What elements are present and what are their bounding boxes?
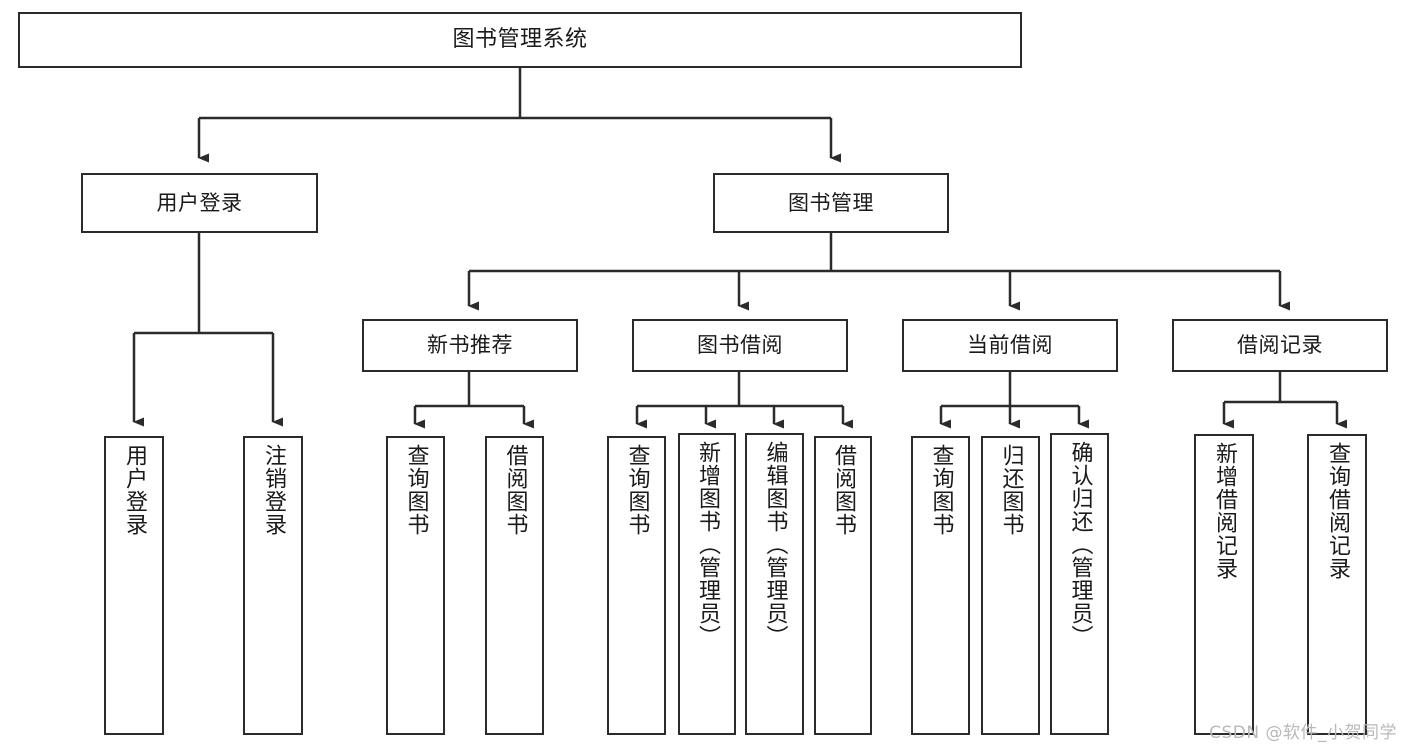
node-book-management[interactable]: 图书管理	[713, 173, 949, 233]
node-leaf-borrow-book-2[interactable]: 借阅图书	[814, 436, 872, 735]
node-leaf-add-book-label: 新增图书（管理员）	[695, 441, 720, 648]
node-leaf-add-record-label: 新增借阅记录	[1212, 442, 1237, 580]
node-borrow-record-label: 借阅记录	[1237, 333, 1323, 358]
node-user-login-label: 用户登录	[156, 190, 243, 215]
csdn-watermark: CSDN @软件_小贺同学	[1209, 723, 1397, 743]
node-leaf-query-record[interactable]: 查询借阅记录	[1307, 434, 1367, 735]
node-leaf-query-book-2-label: 查询图书	[624, 444, 650, 536]
node-borrow-record[interactable]: 借阅记录	[1172, 319, 1388, 372]
node-leaf-query-book-1-label: 查询图书	[403, 444, 429, 536]
node-book-borrow-label: 图书借阅	[697, 333, 783, 358]
node-user-login[interactable]: 用户登录	[81, 173, 318, 233]
node-current-borrow[interactable]: 当前借阅	[902, 319, 1118, 372]
node-new-book-recommend[interactable]: 新书推荐	[362, 319, 578, 372]
node-leaf-borrow-book-1[interactable]: 借阅图书	[485, 436, 544, 735]
node-new-book-recommend-label: 新书推荐	[427, 333, 513, 358]
node-root-system[interactable]: 图书管理系统	[18, 12, 1022, 68]
node-leaf-confirm-return[interactable]: 确认归还（管理员）	[1050, 433, 1109, 735]
node-leaf-edit-book-label: 编辑图书（管理员）	[762, 441, 788, 648]
node-leaf-query-book-3[interactable]: 查询图书	[911, 436, 970, 735]
node-leaf-query-record-label: 查询借阅记录	[1325, 442, 1350, 580]
node-book-borrow[interactable]: 图书借阅	[632, 319, 848, 372]
node-leaf-confirm-return-label: 确认归还（管理员）	[1067, 441, 1093, 648]
node-leaf-user-login[interactable]: 用户登录	[104, 436, 164, 735]
node-leaf-add-book[interactable]: 新增图书（管理员）	[678, 433, 736, 735]
node-leaf-edit-book[interactable]: 编辑图书（管理员）	[745, 433, 804, 735]
node-leaf-borrow-book-1-label: 借阅图书	[502, 444, 528, 536]
node-leaf-query-book-1[interactable]: 查询图书	[386, 436, 445, 735]
node-current-borrow-label: 当前借阅	[967, 333, 1053, 358]
node-leaf-user-login-label: 用户登录	[122, 444, 147, 536]
node-leaf-add-record[interactable]: 新增借阅记录	[1194, 434, 1254, 735]
node-leaf-return-book-label: 归还图书	[998, 444, 1024, 536]
node-leaf-query-book-2[interactable]: 查询图书	[607, 436, 666, 735]
node-root-system-label: 图书管理系统	[452, 27, 588, 53]
node-leaf-borrow-book-2-label: 借阅图书	[831, 444, 856, 536]
node-book-management-label: 图书管理	[788, 190, 874, 215]
node-leaf-logout[interactable]: 注销登录	[243, 436, 303, 735]
node-leaf-logout-label: 注销登录	[261, 444, 286, 536]
node-leaf-return-book[interactable]: 归还图书	[981, 436, 1040, 735]
node-leaf-query-book-3-label: 查询图书	[928, 444, 954, 536]
